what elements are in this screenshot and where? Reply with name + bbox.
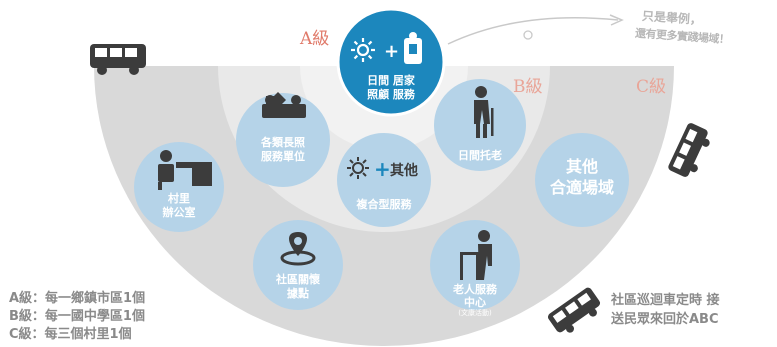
village-office-line2: 辦公室 <box>162 205 196 219</box>
tier-label-a: A級 <box>300 29 330 49</box>
elderly-cane-icon <box>474 86 494 138</box>
village-office-line1: 村里 <box>168 192 190 205</box>
other-venues-label: 其他 合適場域 <box>536 157 628 199</box>
community-care-line1: 社區關懷 <box>276 273 320 286</box>
senior-center-line2: 中心 <box>464 296 486 310</box>
tier-label-b: B級 <box>513 77 543 97</box>
day-care-line1: 日間托老 <box>458 149 502 162</box>
long-term-care-line2: 服務單位 <box>261 149 305 163</box>
circle-senior-center <box>430 220 520 310</box>
svg-text:+: + <box>384 41 399 62</box>
tier-label-c: C級 <box>636 77 667 97</box>
bus-icon-right <box>668 123 710 177</box>
circle-daycare-home <box>336 7 446 117</box>
svg-text:+: + <box>374 157 391 181</box>
daycare-home-label: 日間 居家 照顧 服務 <box>354 74 428 102</box>
senior-center-line1: 老人服務 <box>453 283 497 296</box>
people-icon <box>262 92 306 118</box>
circle-composite <box>337 133 431 227</box>
other-venues-line1: 其他 <box>565 157 598 176</box>
daycare-home-line1: 日間 居家 <box>367 74 415 87</box>
composite-label: 複合型服務 <box>344 198 424 212</box>
senior-center-sub: (文康活動) <box>458 309 492 318</box>
location-pin-icon <box>280 232 316 266</box>
walker-icon <box>460 230 492 280</box>
community-care-line2: 據點 <box>287 286 309 300</box>
bus-icon-left <box>90 44 146 75</box>
legend-b: B級：每一國中學區1個 <box>9 309 145 324</box>
community-care-label: 社區關懷 據點 <box>262 273 334 301</box>
legend-a: A級：每一鄉鎮市區1個 <box>9 291 146 306</box>
arrow-dot <box>523 30 533 40</box>
bus-icon-bottom <box>547 287 601 333</box>
composite-line1: 複合型服務 <box>356 198 412 211</box>
senior-center-label: 老人服務 中心 (文康活動) <box>439 283 511 318</box>
shuttle-line1: 社區巡迴車定時 接 <box>611 293 720 308</box>
long-term-care-line1: 各類長照 <box>261 136 305 149</box>
other-venues-line2: 合適場域 <box>549 177 614 197</box>
day-care-label: 日間托老 <box>444 149 516 163</box>
composite-other: 其他 <box>390 163 418 179</box>
sun-icon <box>351 38 375 62</box>
annotation-arrow <box>447 16 619 45</box>
long-term-care-label: 各類長照 服務單位 <box>243 136 323 164</box>
house-icon <box>404 32 422 64</box>
circle-other-venues <box>535 133 629 227</box>
daycare-home-line2: 照顧 服務 <box>367 87 415 101</box>
village-office-label: 村里 辦公室 <box>149 192 209 220</box>
legend-c: C級：每三個村里1個 <box>9 327 132 342</box>
circle-long-term-care <box>236 93 330 187</box>
shuttle-line2: 送民眾來回於ABC <box>611 312 719 327</box>
desk-icon <box>158 150 212 190</box>
sun-small-icon <box>347 157 369 179</box>
